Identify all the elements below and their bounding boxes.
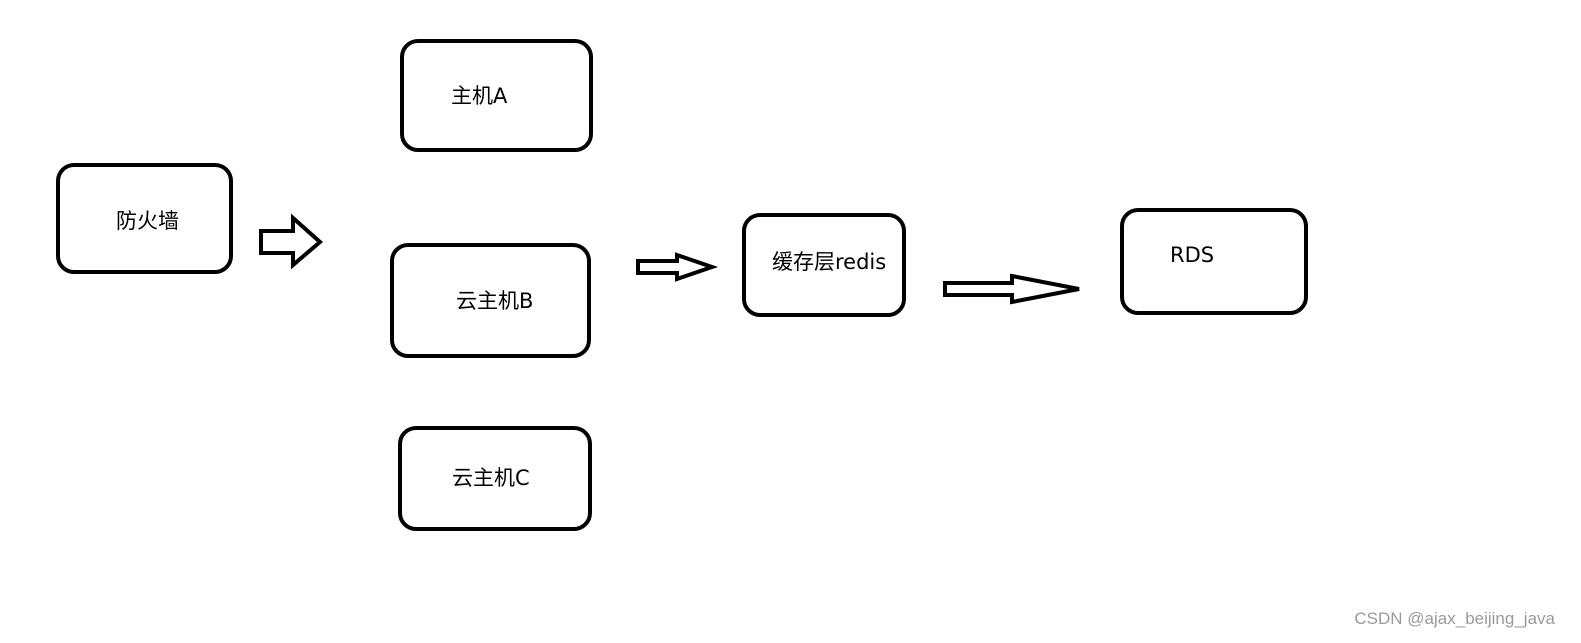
arrow-cache-to-rds	[943, 273, 1080, 305]
cache-layer-label: 缓存层redis	[772, 250, 887, 274]
cloud-host-c-node: 云主机C	[398, 426, 592, 531]
csdn-watermark: CSDN @ajax_beijing_java	[1354, 609, 1555, 628]
arrow-firewall-to-hosts	[259, 213, 324, 270]
arrow-cache-to-rds-shape	[943, 273, 1080, 305]
cache-layer-node: 缓存层redis	[742, 213, 906, 317]
cloud-host-b-node: 云主机B	[390, 243, 591, 358]
rds-label: RDS	[1170, 243, 1215, 267]
rds-node: RDS	[1120, 208, 1308, 315]
arrow-firewall-to-hosts-shape	[259, 213, 324, 270]
firewall-label: 防火墙	[116, 209, 179, 233]
cloud-host-c-label: 云主机C	[452, 466, 530, 490]
firewall-node: 防火墙	[56, 163, 233, 274]
host-a-label: 主机A	[451, 84, 508, 108]
arrow-hosts-to-cache	[636, 252, 719, 282]
host-a-node: 主机A	[400, 39, 593, 152]
cloud-host-b-label: 云主机B	[456, 289, 534, 313]
arrow-hosts-to-cache-shape	[636, 252, 719, 282]
